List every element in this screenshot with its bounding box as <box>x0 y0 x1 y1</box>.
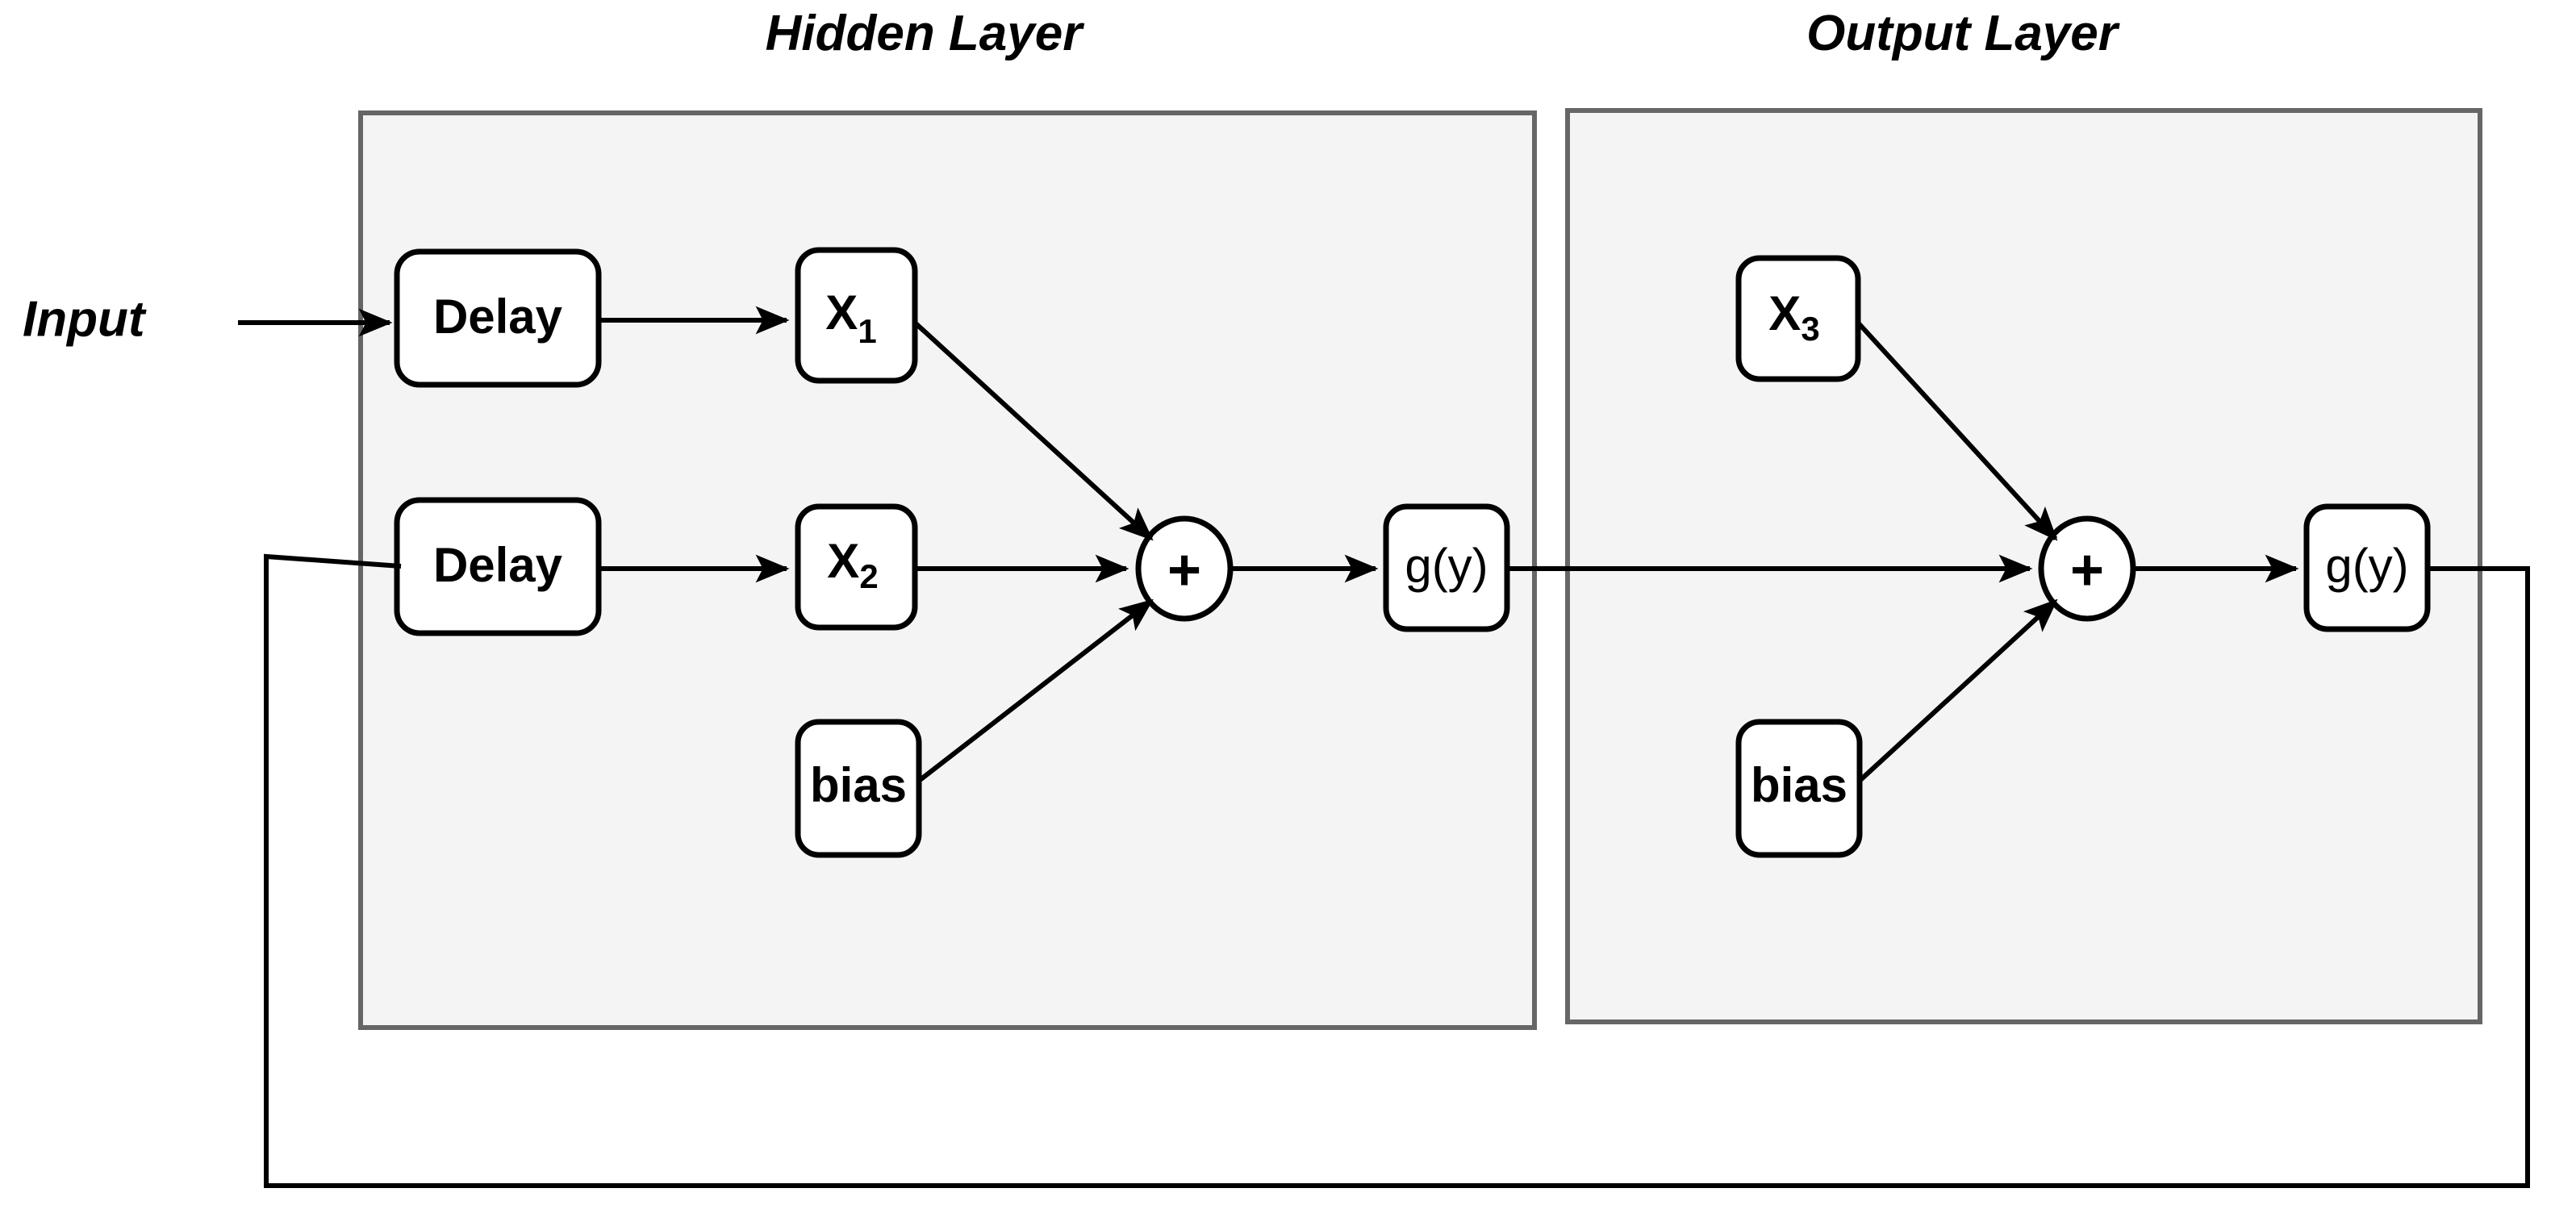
edge-feedback-loop <box>264 553 2530 1188</box>
node-delay2-label: Delay <box>433 538 563 592</box>
node-gy2-label: g(y) <box>2325 539 2408 593</box>
input-label: Input <box>23 291 147 347</box>
node-x1-subscript: 1 <box>858 312 876 350</box>
node-x3-subscript: 3 <box>1801 310 1819 348</box>
node-x3-base: X <box>1768 286 1801 340</box>
node-sum2-label: + <box>2070 538 2104 602</box>
node-x3-label: X3 <box>1768 286 1819 348</box>
node-x2-subscript: 2 <box>859 557 878 595</box>
node-x3[interactable] <box>1735 255 1861 382</box>
node-bias1-label: bias <box>810 758 907 812</box>
node-bias1[interactable] <box>795 719 922 858</box>
node-x1-base: X <box>825 286 858 340</box>
edge-bias2-to-sum2 <box>1857 598 2058 783</box>
hidden-layer-title: Hidden Layer <box>766 6 1085 61</box>
node-x2-label: X2 <box>827 534 878 595</box>
node-sum1-label: + <box>1167 538 1201 602</box>
edge-x3-to-sum2 <box>1856 320 2058 541</box>
output-layer-title: Output Layer <box>1806 6 2120 61</box>
node-x1[interactable] <box>795 247 918 384</box>
node-bias2[interactable] <box>1735 719 1863 858</box>
node-delay1-label: Delay <box>433 290 563 344</box>
edge-bias1-to-sum1 <box>917 598 1154 783</box>
node-x2-base: X <box>827 534 859 588</box>
edge-x1-to-sum1 <box>912 320 1154 541</box>
node-bias2-label: bias <box>1751 758 1847 812</box>
node-gy1-label: g(y) <box>1405 539 1488 593</box>
node-x1-label: X1 <box>825 286 876 350</box>
